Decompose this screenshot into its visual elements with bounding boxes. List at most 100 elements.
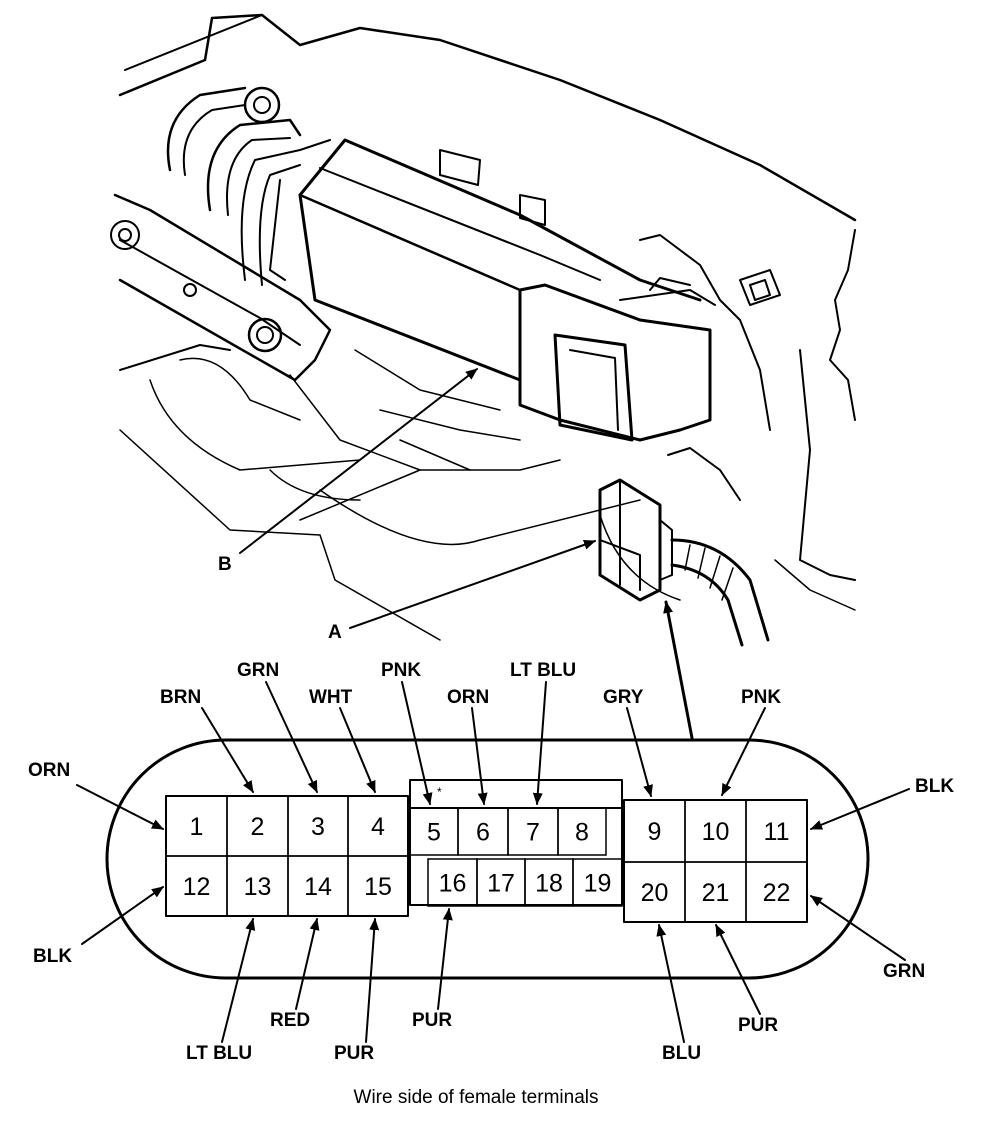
arrow-t2 bbox=[201, 707, 254, 793]
terminal-number-12: 12 bbox=[183, 873, 211, 901]
arrow-t5 bbox=[401, 681, 433, 805]
callout-b-label: B bbox=[218, 554, 232, 575]
wire-label-t4: WHT bbox=[309, 687, 353, 708]
terminal-17: 17 bbox=[476, 858, 526, 907]
wire-label-t13: LT BLU bbox=[186, 1043, 252, 1064]
control-unit-illustration bbox=[110, 13, 857, 647]
unit-plug-face bbox=[553, 333, 634, 442]
callout-b-arrow bbox=[239, 368, 478, 554]
arrow-t16 bbox=[437, 908, 453, 1010]
wire-label-t5: PNK bbox=[381, 660, 421, 681]
arrow-t6 bbox=[471, 707, 488, 805]
terminal-2: 2 bbox=[226, 795, 289, 857]
terminal-number-11: 11 bbox=[764, 818, 790, 846]
terminal-number-17: 17 bbox=[487, 870, 515, 898]
terminal-number-10: 10 bbox=[702, 818, 730, 846]
terminal-number-9: 9 bbox=[648, 818, 662, 846]
wire-harness bbox=[670, 538, 770, 642]
terminal-number-13: 13 bbox=[244, 873, 272, 901]
wire-label-t15: PUR bbox=[334, 1043, 374, 1064]
dash-top-edge bbox=[118, 13, 857, 222]
arrow-t13 bbox=[221, 918, 256, 1043]
terminal-number-4: 4 bbox=[371, 813, 385, 841]
connector-housing-outline bbox=[105, 738, 870, 980]
terminal-13: 13 bbox=[226, 855, 289, 917]
unit-socket bbox=[518, 283, 712, 442]
wire-label-t12: BLK bbox=[33, 946, 72, 967]
terminal-8: 8 bbox=[557, 807, 607, 856]
arrow-t4 bbox=[339, 707, 376, 793]
terminal-number-20: 20 bbox=[641, 879, 669, 907]
wire-label-t7: LT BLU bbox=[510, 660, 576, 681]
terminal-number-3: 3 bbox=[311, 813, 325, 841]
arrow-t15 bbox=[365, 918, 380, 1043]
wire-label-t6: ORN bbox=[447, 687, 489, 708]
terminal-20: 20 bbox=[623, 861, 686, 923]
terminal-number-16: 16 bbox=[439, 870, 467, 898]
terminal-cavity-15 bbox=[347, 855, 409, 917]
wire-label-t22: GRN bbox=[883, 961, 925, 982]
terminal-number-2: 2 bbox=[251, 813, 265, 841]
arrow-t20 bbox=[656, 924, 685, 1043]
terminal-cavity-19 bbox=[572, 858, 623, 907]
wire-label-t10: PNK bbox=[741, 687, 781, 708]
harness-connector-a bbox=[598, 478, 662, 602]
terminal-18: 18 bbox=[524, 858, 574, 907]
terminal-number-19: 19 bbox=[584, 870, 612, 898]
wire-label-t2: BRN bbox=[160, 687, 201, 708]
terminal-9: 9 bbox=[623, 799, 686, 863]
arrow-t21 bbox=[715, 924, 761, 1015]
connector-pointer-arrow bbox=[663, 600, 694, 740]
terminal-number-8: 8 bbox=[575, 819, 589, 847]
arrow-t7 bbox=[532, 681, 547, 805]
terminal-7: 7 bbox=[507, 807, 559, 856]
wire-label-t9: GRY bbox=[603, 687, 644, 708]
terminal-16: 16 bbox=[427, 858, 478, 907]
terminal-number-18: 18 bbox=[535, 870, 563, 898]
terminal-1: 1 bbox=[165, 795, 228, 857]
terminal-number-1: 1 bbox=[190, 813, 204, 841]
arrow-t1 bbox=[76, 784, 164, 830]
arrow-t12 bbox=[81, 886, 164, 945]
terminal-cavity-8 bbox=[557, 807, 607, 856]
terminal-15: 15 bbox=[347, 855, 409, 917]
dash-right-lower bbox=[799, 349, 856, 581]
terminal-14: 14 bbox=[287, 855, 349, 917]
terminal-12: 12 bbox=[165, 855, 228, 917]
wire-label-t20: BLU bbox=[662, 1043, 701, 1064]
terminal-22: 22 bbox=[745, 861, 808, 923]
dash-upper-curve bbox=[124, 14, 263, 71]
terminal-number-6: 6 bbox=[476, 819, 490, 847]
unit-front-edge bbox=[298, 193, 522, 382]
wire-label-t21: PUR bbox=[738, 1015, 778, 1036]
terminal-19: 19 bbox=[572, 858, 623, 907]
wire-label-t14: RED bbox=[270, 1010, 310, 1031]
terminal-10: 10 bbox=[684, 799, 747, 863]
bolt-lower bbox=[247, 317, 283, 353]
terminal-cavity-22 bbox=[745, 861, 808, 923]
bolt-left bbox=[110, 220, 140, 250]
terminal-3: 3 bbox=[287, 795, 349, 857]
callout-a-label: A bbox=[328, 622, 342, 643]
wire-label-t1: ORN bbox=[28, 760, 70, 781]
mount-bracket bbox=[113, 193, 332, 382]
wire-label-t3: GRN bbox=[237, 660, 279, 681]
arrow-t22 bbox=[810, 895, 906, 961]
diagram-caption: Wire side of female terminals bbox=[354, 1087, 599, 1108]
wire-label-t16: PUR bbox=[412, 1010, 452, 1031]
arrow-t10 bbox=[721, 707, 766, 796]
wire-label-arrows bbox=[76, 681, 910, 1043]
terminal-number-7: 7 bbox=[526, 819, 540, 847]
terminal-number-15: 15 bbox=[364, 873, 392, 901]
terminal-number-21: 21 bbox=[702, 879, 730, 907]
terminal-6: 6 bbox=[457, 807, 509, 856]
terminal-4: 4 bbox=[347, 795, 409, 857]
terminal-21: 21 bbox=[684, 861, 747, 923]
terminal-11: 11 bbox=[745, 799, 808, 863]
arrow-t3 bbox=[265, 681, 318, 793]
bolt-upper bbox=[243, 86, 281, 124]
